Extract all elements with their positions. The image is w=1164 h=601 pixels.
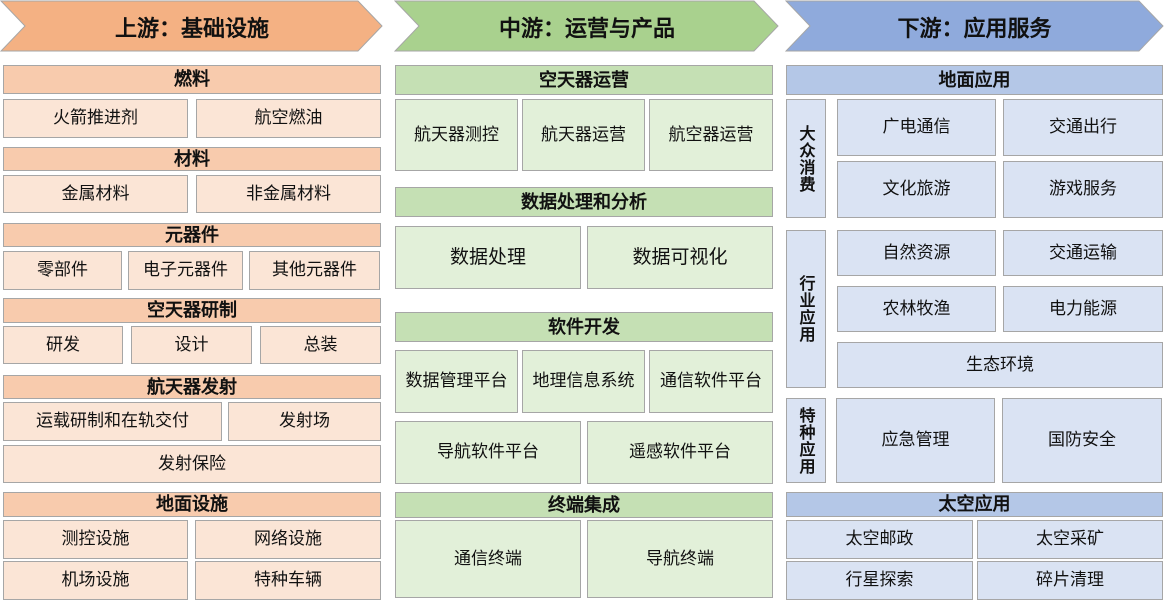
- components-item: 其他元器件: [249, 251, 380, 290]
- software-header: 软件开发: [395, 312, 773, 342]
- software-item: 遥感软件平台: [587, 421, 773, 484]
- industry-item: 自然资源: [837, 230, 996, 276]
- ops-item: 航天器运营: [522, 99, 645, 171]
- consumer-item: 文化旅游: [837, 161, 996, 218]
- terminal-header: 终端集成: [395, 492, 773, 518]
- special-item: 国防安全: [1002, 398, 1162, 483]
- upstream-arrow: 上游：基础设施: [0, 0, 384, 53]
- data-item: 数据可视化: [587, 226, 773, 289]
- terminal-item: 通信终端: [395, 520, 581, 598]
- space-app-item: 太空邮政: [786, 520, 973, 559]
- terminal-item: 导航终端: [587, 520, 773, 598]
- components-item: 零部件: [3, 251, 122, 290]
- rnd-item: 研发: [3, 326, 123, 364]
- ops-item: 航空器运营: [649, 99, 773, 171]
- rnd-item: 设计: [131, 326, 252, 364]
- ops-header: 空天器运营: [395, 65, 773, 95]
- ops-item: 航天器测控: [395, 99, 518, 171]
- data-item: 数据处理: [395, 226, 581, 289]
- special-item: 应急管理: [836, 398, 995, 483]
- special-label: 特种应用: [786, 398, 826, 483]
- space-app-item: 行星探索: [786, 561, 973, 600]
- midstream-title: 中游：运营与产品: [498, 16, 675, 42]
- ground-facilities-item: 网络设施: [195, 520, 381, 559]
- midstream-arrow: 中游：运营与产品: [394, 0, 780, 53]
- space-app-item: 碎片清理: [977, 561, 1163, 600]
- fuel-header: 燃料: [3, 65, 381, 94]
- industry-item: 电力能源: [1003, 286, 1163, 332]
- consumer-label: 大众消费: [786, 99, 826, 218]
- upstream-title: 上游：基础设施: [114, 16, 269, 42]
- ground-facilities-item: 机场设施: [3, 561, 188, 600]
- downstream-title: 下游：应用服务: [897, 16, 1052, 42]
- software-item: 导航软件平台: [395, 421, 581, 484]
- upstream-arrow-shape: [0, 0, 383, 52]
- fuel-item: 火箭推进剂: [3, 99, 188, 138]
- rnd-header: 空天器研制: [3, 298, 381, 323]
- industry-item: 农林牧渔: [837, 286, 996, 332]
- materials-item: 非金属材料: [196, 175, 381, 213]
- components-header: 元器件: [3, 223, 381, 247]
- ground-facilities-item: 测控设施: [3, 520, 188, 559]
- software-item: 通信软件平台: [649, 350, 773, 413]
- ground-facilities-item: 特种车辆: [195, 561, 381, 600]
- software-item: 地理信息系统: [522, 350, 645, 413]
- midstream-arrow-shape: [394, 0, 779, 52]
- rnd-item: 总装: [260, 326, 381, 364]
- launch-item: 发射场: [228, 402, 381, 441]
- software-item: 数据管理平台: [395, 350, 518, 413]
- data-header: 数据处理和分析: [395, 187, 773, 217]
- industry-label: 行业应用: [786, 230, 826, 388]
- ground-app-header: 地面应用: [786, 65, 1163, 95]
- components-item: 电子元器件: [128, 251, 243, 290]
- fuel-item: 航空燃油: [196, 99, 381, 138]
- consumer-item: 游戏服务: [1003, 161, 1163, 218]
- materials-header: 材料: [3, 147, 381, 171]
- consumer-item: 广电通信: [837, 99, 996, 156]
- launch-header: 航天器发射: [3, 375, 381, 399]
- space-app-header: 太空应用: [786, 492, 1163, 517]
- launch-item: 发射保险: [3, 445, 381, 483]
- industry-item: 生态环境: [837, 342, 1163, 388]
- launch-item: 运载研制和在轨交付: [3, 402, 222, 441]
- downstream-arrow-shape: [785, 0, 1164, 52]
- consumer-item: 交通出行: [1003, 99, 1163, 156]
- industry-item: 交通运输: [1003, 230, 1163, 276]
- ground-facilities-header: 地面设施: [3, 492, 381, 517]
- materials-item: 金属材料: [3, 175, 188, 213]
- space-app-item: 太空采矿: [977, 520, 1163, 559]
- downstream-arrow: 下游：应用服务: [785, 0, 1164, 53]
